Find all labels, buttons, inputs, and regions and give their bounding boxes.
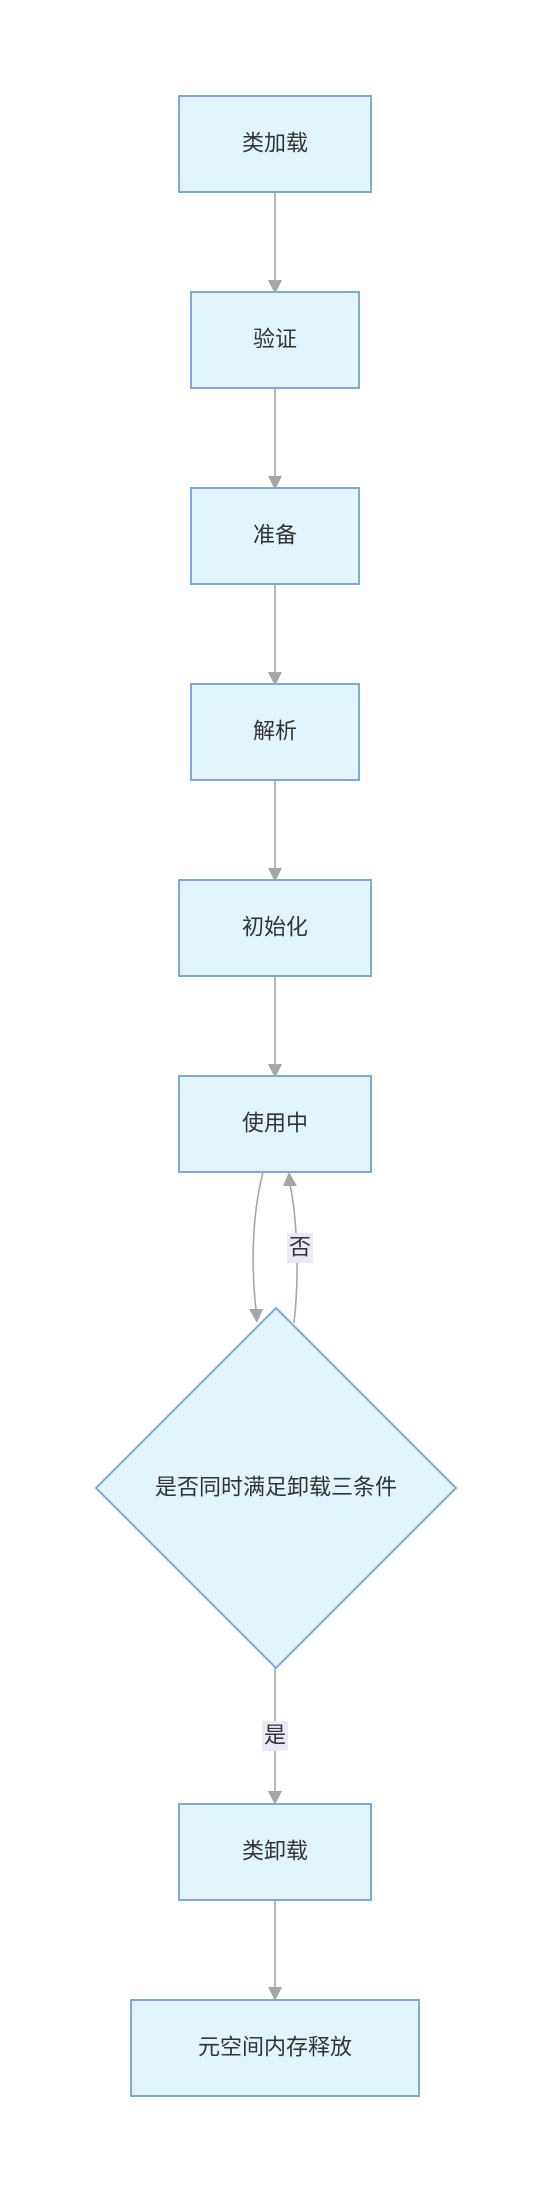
edge-label-no: 否 — [287, 1233, 313, 1263]
arrowhead-metaspace-release — [268, 1987, 282, 2001]
arrowhead-class-unloading — [268, 1791, 282, 1805]
node-verification: 验证 — [190, 291, 360, 389]
node-resolution-label: 解析 — [253, 720, 297, 745]
node-class-loading-label: 类加载 — [242, 132, 308, 157]
node-class-unloading-label: 类卸载 — [242, 1840, 308, 1865]
node-class-unloading: 类卸载 — [178, 1803, 372, 1901]
arrowhead-unload-check — [249, 1309, 263, 1323]
node-in-use: 使用中 — [178, 1075, 372, 1173]
arrowhead-verification — [268, 280, 282, 294]
node-unload-check-diamond: 是否同时满足卸载三条件 — [94, 1306, 458, 1670]
edge-label-no-text: 否 — [289, 1236, 311, 1261]
node-class-loading: 类加载 — [178, 95, 372, 193]
arrowhead-back-to-in-use — [283, 1172, 297, 1186]
node-initialization: 初始化 — [178, 879, 372, 977]
arrowhead-initialization — [268, 868, 282, 882]
arrowhead-resolution — [268, 672, 282, 686]
node-unload-check-label: 是否同时满足卸载三条件 — [155, 1476, 397, 1501]
node-preparation-label: 准备 — [253, 524, 297, 549]
node-initialization-label: 初始化 — [242, 916, 308, 941]
node-preparation: 准备 — [190, 487, 360, 585]
node-verification-label: 验证 — [253, 328, 297, 353]
node-metaspace-release: 元空间内存释放 — [130, 1999, 420, 2097]
arrowhead-preparation — [268, 476, 282, 490]
edge-in-use-to-unload-check — [252, 1171, 264, 1311]
node-resolution: 解析 — [190, 683, 360, 781]
edge-label-yes: 是 — [262, 1721, 288, 1751]
edge-label-yes-text: 是 — [264, 1724, 286, 1749]
node-metaspace-release-label: 元空间内存释放 — [198, 2036, 352, 2061]
node-in-use-label: 使用中 — [242, 1112, 308, 1137]
arrowhead-in-use — [268, 1064, 282, 1078]
